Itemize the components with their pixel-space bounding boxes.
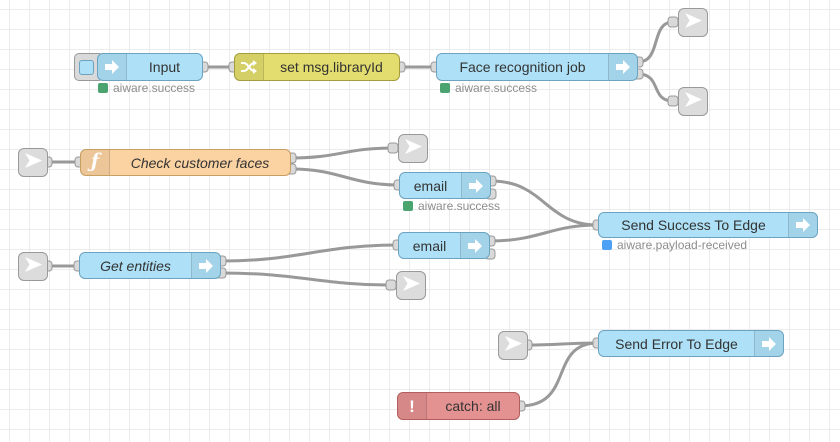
node-check-customer-faces[interactable]: ƒ Check customer faces [80,149,291,176]
node-label: set msg.libraryId [280,59,383,75]
arrow-right-icon [788,213,817,237]
node-label: Check customer faces [130,154,270,171]
link-in-node[interactable] [498,331,528,360]
status-text: aiware.success [455,81,538,95]
port-linkout2-in[interactable] [667,95,679,107]
status-dot-green [403,201,413,211]
node-email-1[interactable]: email [399,172,491,199]
paper-plane-icon [684,91,702,112]
wire[interactable] [289,146,395,160]
port-linkout3-in[interactable] [387,142,399,154]
node-email-2[interactable]: email [398,232,490,259]
link-out-node[interactable] [396,271,426,300]
port-linkout1-in[interactable] [667,16,679,28]
arrow-right-icon [98,54,127,80]
link-out-node[interactable] [678,8,708,37]
node-label: Input [148,59,181,75]
node-status: aiware.success [98,81,195,95]
node-catch-all[interactable]: ! catch: all [397,392,520,420]
status-text: aiware.payload-received [617,238,748,252]
link-out-node[interactable] [678,87,708,116]
arrow-right-icon [191,253,220,278]
arrow-right-icon [461,173,490,198]
inject-button-icon [79,59,94,75]
node-label: Get entities [100,257,171,274]
node-face-recognition-job[interactable]: Face recognition job [436,53,638,81]
node-label: email [413,177,448,194]
node-set-libraryid[interactable]: set msg.libraryId [234,53,400,81]
status-dot-green [440,83,450,93]
node-status: aiware.payload-received [602,238,747,252]
node-label: Send Success To Edge [621,217,766,233]
function-f-icon: ƒ [81,150,110,175]
arrow-right-icon [754,331,783,356]
paper-plane-icon [684,12,702,33]
arrow-right-icon [460,233,489,258]
node-input[interactable]: Input [97,53,203,81]
paper-plane-icon [504,335,522,356]
exclamation-icon: ! [398,393,427,419]
status-dot-green [98,83,108,93]
node-send-error-to-edge[interactable]: Send Error To Edge [598,330,784,357]
node-label: catch: all [445,398,501,414]
paper-plane-icon [24,256,42,277]
link-out-node[interactable] [398,134,428,163]
status-text: aiware.success [418,199,501,213]
link-in-node[interactable] [18,252,48,281]
node-label: email [412,237,447,254]
wire[interactable] [518,341,600,408]
status-text: aiware.success [113,81,196,95]
port-linkout4-in[interactable] [385,279,397,291]
paper-plane-icon [402,275,420,296]
node-send-success-to-edge[interactable]: Send Success To Edge [598,212,818,238]
node-status: aiware.success [403,199,500,213]
arrow-right-icon [608,54,637,80]
wire[interactable] [489,179,600,227]
shuffle-icon [235,54,264,80]
link-in-node[interactable] [18,148,48,177]
wire[interactable] [289,167,401,187]
node-label: Send Error To Edge [615,335,738,352]
status-dot-blue [602,240,612,250]
wire[interactable] [636,20,675,64]
node-get-entities[interactable]: Get entities [79,252,221,279]
paper-plane-icon [404,138,422,159]
node-label: Face recognition job [459,59,586,75]
node-status: aiware.success [440,81,537,95]
wire[interactable] [219,243,400,263]
wire[interactable] [219,271,393,287]
wire[interactable] [488,223,600,243]
wire[interactable] [636,72,675,103]
paper-plane-icon [24,152,42,173]
